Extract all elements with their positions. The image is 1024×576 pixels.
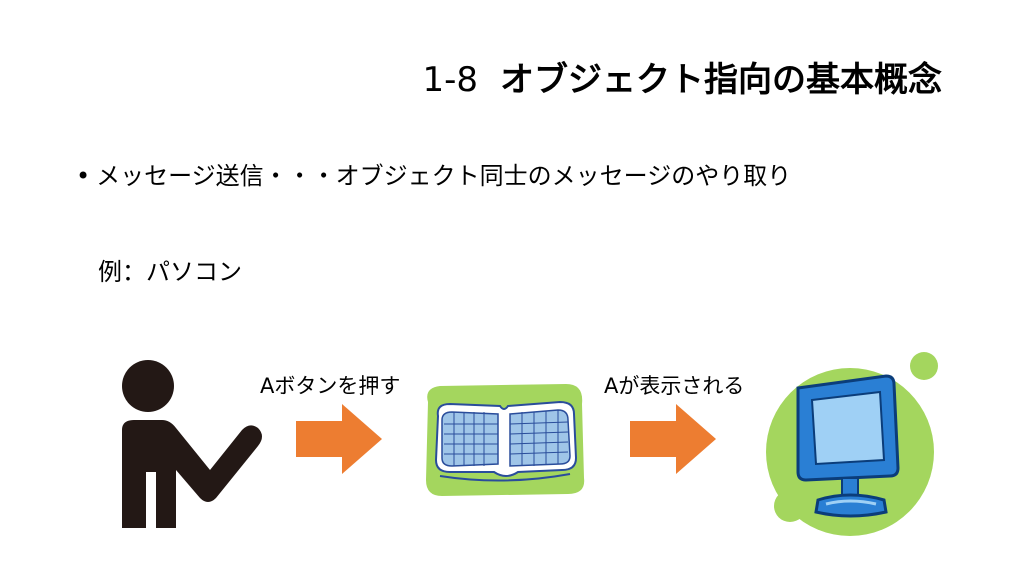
person-pointing-icon	[122, 360, 262, 528]
bullet-dot-icon: •	[76, 162, 91, 190]
arrow-right-icon	[296, 404, 382, 474]
keyboard-icon	[426, 384, 585, 496]
step2-label: Aが表示される	[604, 374, 745, 398]
bullet-text: メッセージ送信・・・オブジェクト同士のメッセージのやり取り	[96, 162, 792, 190]
slide-title: 1-8 オブジェクト指向の基本概念	[422, 60, 942, 101]
title-number: 1-8	[422, 60, 478, 100]
step1-label: Aボタンを押す	[260, 374, 401, 398]
arrow-right-icon	[630, 404, 716, 474]
monitor-icon	[766, 352, 938, 536]
bullet-item: •メッセージ送信・・・オブジェクト同士のメッセージのやり取り	[76, 156, 791, 191]
title-text: オブジェクト指向の基本概念	[500, 60, 942, 100]
example-label: 例：パソコン	[98, 258, 242, 286]
